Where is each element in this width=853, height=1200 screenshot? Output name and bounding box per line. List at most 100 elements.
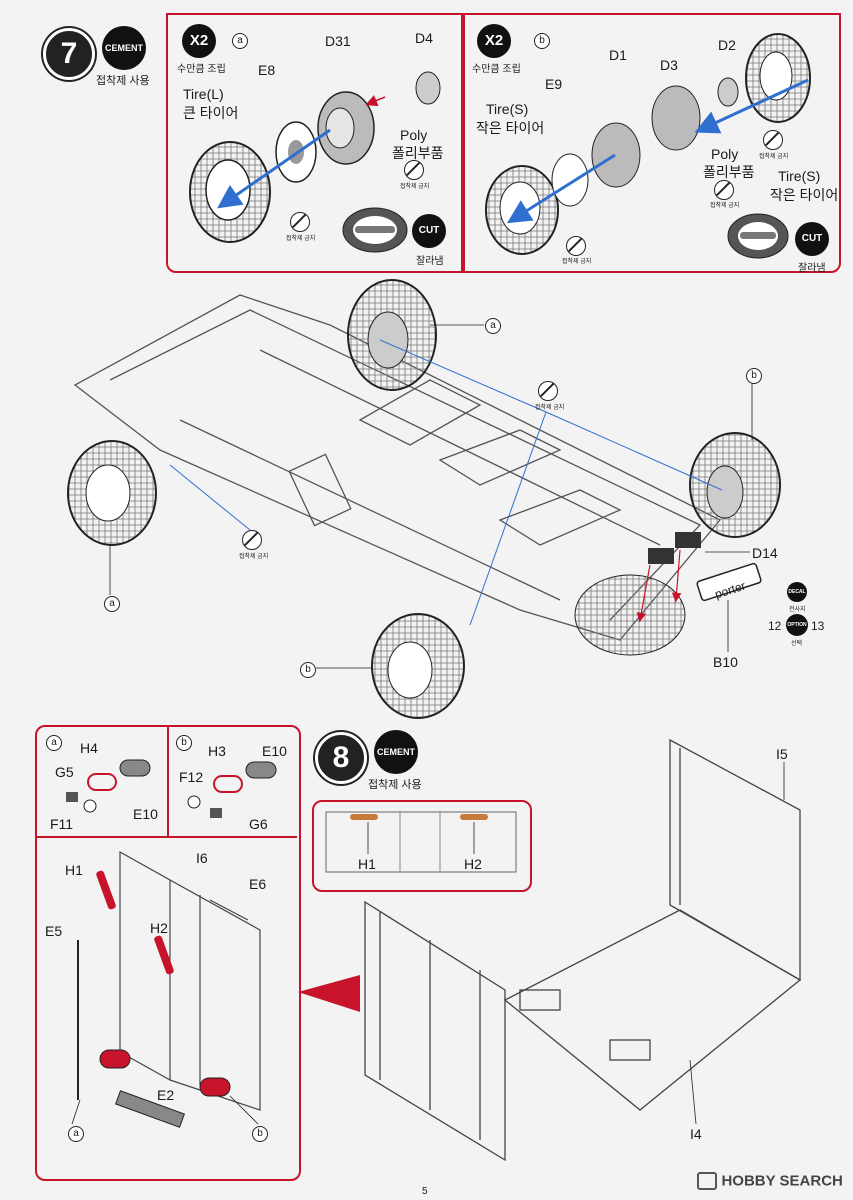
label-h1: H1 bbox=[65, 862, 83, 878]
no-cement-icon bbox=[566, 236, 586, 256]
marker-a: a bbox=[46, 735, 62, 751]
label-d1: D1 bbox=[609, 47, 627, 63]
label-d31: D31 bbox=[325, 33, 351, 49]
label-e8: E8 bbox=[258, 62, 276, 78]
label-d14: D14 bbox=[752, 545, 778, 561]
marker-a: a bbox=[232, 33, 248, 49]
marker-a-left: a bbox=[104, 596, 120, 612]
cement-caption: 접착제 사용 bbox=[368, 779, 422, 791]
label-tire-s2-en: Tire(S) bbox=[778, 168, 821, 184]
no-cement-caption: 접착제 금지 bbox=[759, 154, 789, 160]
no-cement-caption: 접착제 금지 bbox=[400, 184, 430, 190]
marker-a-top: a bbox=[485, 318, 501, 334]
label-poly-kr: 폴리부품 bbox=[703, 164, 755, 180]
label-e2: E2 bbox=[157, 1087, 175, 1103]
leader-lines bbox=[169, 339, 723, 626]
label-e10: E10 bbox=[262, 743, 287, 759]
option-caption: 선택 bbox=[791, 641, 803, 647]
chassis-frame bbox=[73, 294, 722, 641]
spare-tire bbox=[574, 574, 686, 656]
marker-b-right: b bbox=[746, 368, 762, 384]
label-tire-l-en: Tire(L) bbox=[183, 86, 224, 102]
label-d3: D3 bbox=[660, 57, 678, 73]
option-icon: OPTION bbox=[786, 614, 808, 636]
inset-panel bbox=[312, 800, 532, 892]
no-cement-icon bbox=[714, 180, 734, 200]
marker-a: a bbox=[68, 1126, 84, 1142]
inset-label-h2: H2 bbox=[464, 856, 482, 872]
label-e9: E9 bbox=[545, 76, 563, 92]
label-h2: H2 bbox=[150, 920, 168, 936]
option-left-number: 12 bbox=[768, 619, 782, 633]
no-cement-icon bbox=[404, 160, 424, 180]
no-cement-icon bbox=[538, 381, 558, 401]
sub-assembly-panel bbox=[35, 725, 301, 1181]
watermark-text: HOBBY SEARCH bbox=[721, 1172, 843, 1190]
label-tire-l-kr: 큰 타이어 bbox=[183, 105, 239, 121]
label-i6: I6 bbox=[196, 850, 208, 866]
label-e6: E6 bbox=[249, 876, 267, 892]
cut-caption: 잘라냄 bbox=[798, 263, 826, 274]
label-i5: I5 bbox=[776, 746, 788, 762]
sub-panel-divider bbox=[37, 836, 297, 838]
no-cement-icon bbox=[763, 130, 783, 150]
no-cement-icon bbox=[290, 212, 310, 232]
marker-b: b bbox=[176, 735, 192, 751]
sub-panel-divider bbox=[167, 727, 169, 837]
label-h4: H4 bbox=[80, 740, 98, 756]
watermark-logo: HOBBY SEARCH bbox=[697, 1172, 847, 1192]
marker-b-bottom: b bbox=[300, 662, 316, 678]
label-h3: H3 bbox=[208, 743, 226, 759]
leader-lines bbox=[109, 324, 753, 669]
no-cement-icon bbox=[242, 530, 262, 550]
decal-icon: DECAL bbox=[787, 582, 807, 602]
step-8-number: 8 bbox=[315, 732, 367, 784]
label-i4: I4 bbox=[690, 1126, 702, 1142]
decal-caption: 전사지 bbox=[789, 607, 806, 613]
x2-caption: 수만큼 조립 bbox=[472, 64, 521, 75]
inset-label-h1: H1 bbox=[358, 856, 376, 872]
assembly-b-panel bbox=[461, 13, 841, 273]
label-tire-s2-kr: 작은 타이어 bbox=[770, 187, 839, 203]
plate-text: porter bbox=[713, 579, 747, 602]
x2-multiplier-icon: X2 bbox=[477, 24, 511, 58]
label-b10: B10 bbox=[713, 654, 738, 670]
label-f12: F12 bbox=[179, 769, 204, 785]
x2-multiplier-icon: X2 bbox=[182, 24, 216, 58]
no-cement-caption: 접착제 금지 bbox=[286, 236, 316, 242]
label-poly-en: Poly bbox=[400, 127, 428, 143]
assembly-a-panel bbox=[166, 13, 465, 273]
label-e10: E10 bbox=[133, 806, 158, 822]
cut-icon: CUT bbox=[795, 222, 829, 256]
label-f11: F11 bbox=[50, 816, 74, 832]
label-g6: G6 bbox=[249, 816, 268, 832]
bracket-d14 bbox=[648, 532, 701, 564]
chassis-tire-rear-bottom bbox=[371, 613, 465, 719]
no-cement-caption: 접착제 금지 bbox=[562, 259, 592, 265]
no-cement-caption: 접착제 금지 bbox=[535, 405, 565, 411]
label-d2: D2 bbox=[718, 37, 736, 53]
chassis-tire-front-top bbox=[347, 279, 437, 391]
marker-b: b bbox=[534, 33, 550, 49]
label-g5: G5 bbox=[55, 764, 74, 780]
cut-icon: CUT bbox=[412, 214, 446, 248]
no-cement-caption: 접착제 금지 bbox=[239, 554, 269, 560]
label-e5: E5 bbox=[45, 923, 63, 939]
marker-b: b bbox=[252, 1126, 268, 1142]
option-right-number: 13 bbox=[811, 619, 825, 633]
chassis-tire-front-left bbox=[67, 440, 157, 546]
cement-caption: 접착제 사용 bbox=[96, 75, 150, 87]
step-7-number: 7 bbox=[43, 28, 95, 80]
cement-icon: CEMENT bbox=[374, 730, 418, 774]
page-number: 5 bbox=[422, 1186, 428, 1197]
chassis-tire-rear-right bbox=[689, 432, 781, 538]
watermark-icon bbox=[697, 1172, 717, 1190]
label-poly-en: Poly bbox=[711, 146, 739, 162]
cement-icon: CEMENT bbox=[102, 26, 146, 70]
label-poly-kr: 폴리부품 bbox=[392, 145, 444, 161]
x2-caption: 수만큼 조립 bbox=[177, 64, 226, 75]
label-d4: D4 bbox=[415, 30, 433, 46]
direction-arrow bbox=[298, 975, 360, 1012]
cut-caption: 잘라냄 bbox=[416, 256, 444, 267]
assembly-arrows bbox=[636, 549, 682, 623]
